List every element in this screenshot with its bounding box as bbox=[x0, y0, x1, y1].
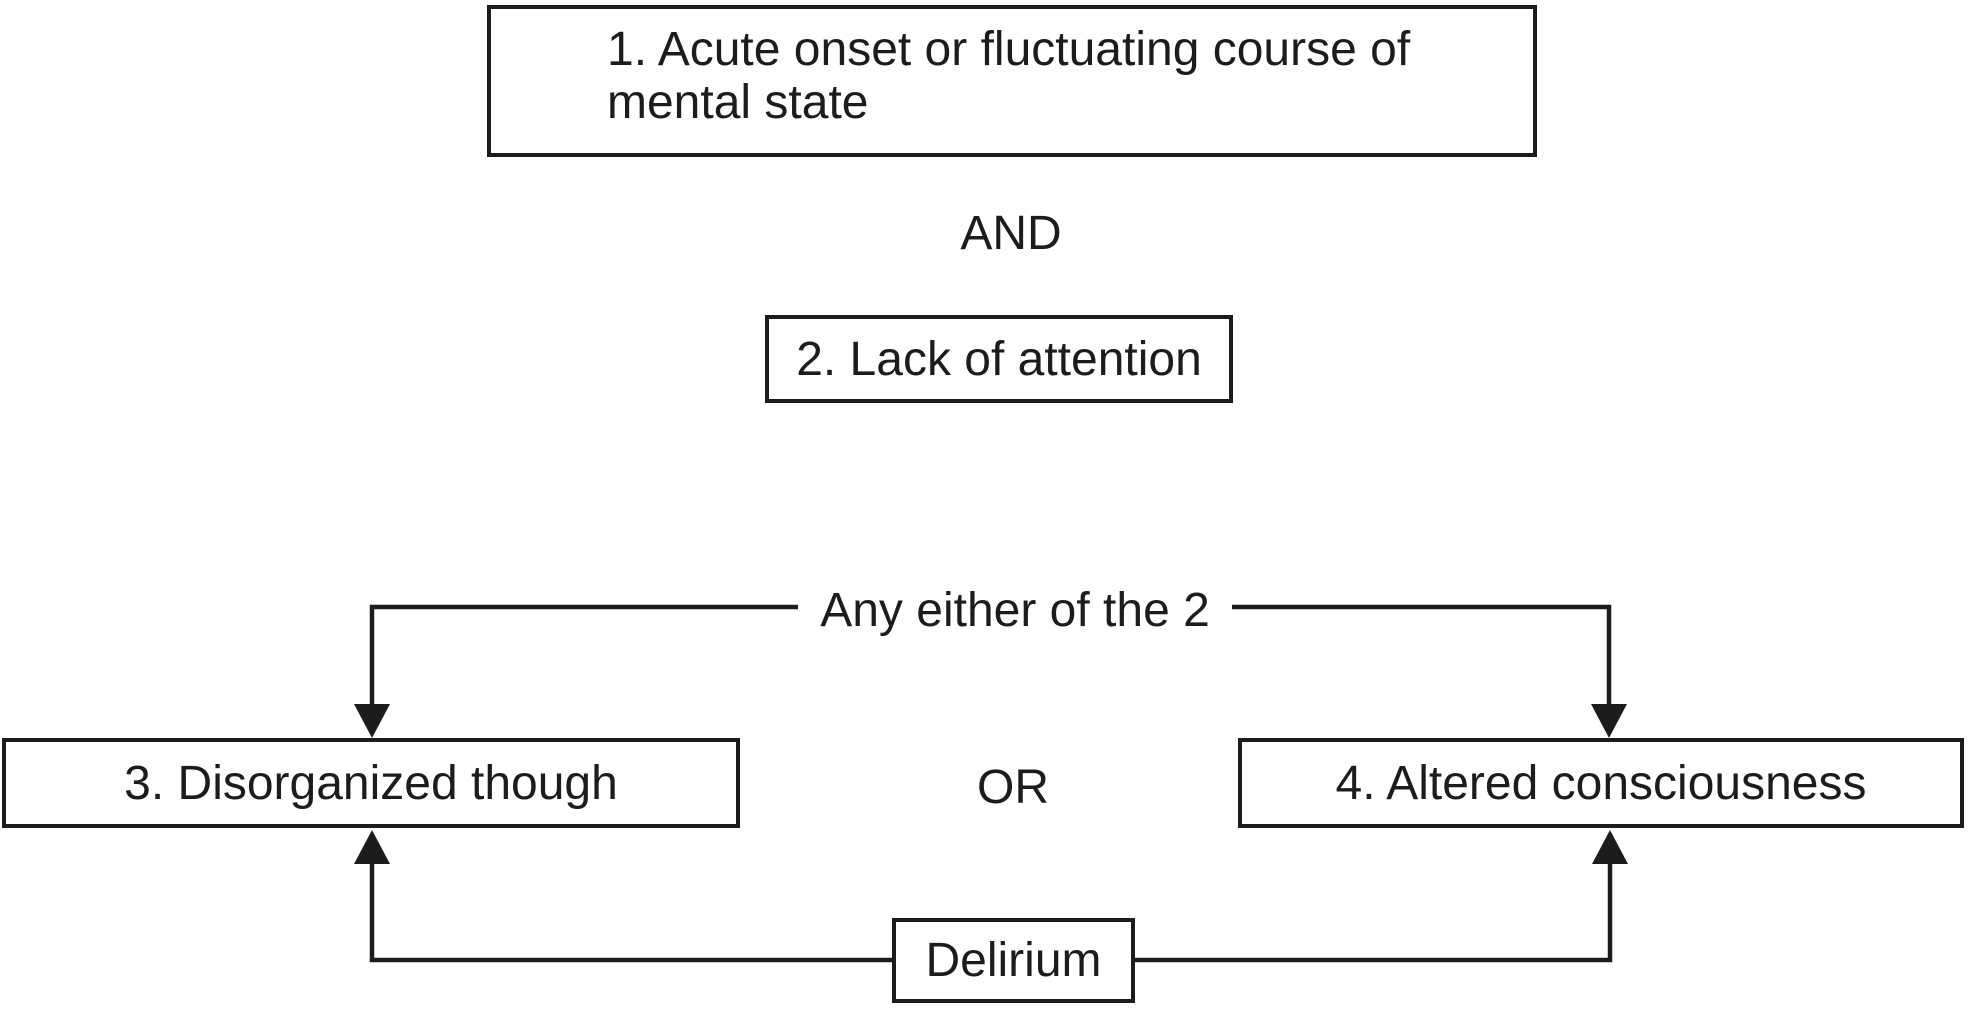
connector-any-either-to-criterion4 bbox=[1232, 604, 1627, 738]
node-disorganized-thought: 3. Disorganized though bbox=[2, 738, 740, 828]
node-disorganized-thought-label: 3. Disorganized though bbox=[124, 756, 618, 810]
node-acute-onset: 1. Acute onset or fluctuating course of … bbox=[487, 5, 1537, 157]
arrowhead-up-left bbox=[354, 830, 390, 864]
node-lack-of-attention: 2. Lack of attention bbox=[765, 315, 1233, 403]
connector-delirium-to-criterion3 bbox=[354, 830, 892, 963]
node-delirium-label: Delirium bbox=[925, 934, 1102, 987]
arrowhead-up-right bbox=[1592, 830, 1628, 864]
any-either-label: Any either of the 2 bbox=[820, 584, 1210, 637]
connector-any-either-to-criterion3 bbox=[354, 604, 798, 738]
connector-delirium-to-criterion4 bbox=[1135, 830, 1628, 963]
arrowhead-down-left bbox=[354, 704, 390, 738]
node-acute-onset-line2: mental state bbox=[607, 76, 869, 129]
or-label: OR bbox=[977, 761, 1049, 814]
node-delirium: Delirium bbox=[892, 918, 1135, 1003]
node-acute-onset-line1: 1. Acute onset or fluctuating course of bbox=[607, 23, 1411, 76]
node-lack-of-attention-label: 2. Lack of attention bbox=[796, 332, 1202, 386]
node-altered-consciousness-label: 4. Altered consciousness bbox=[1335, 756, 1867, 810]
and-label: AND bbox=[960, 207, 1062, 260]
node-altered-consciousness: 4. Altered consciousness bbox=[1238, 738, 1964, 828]
arrowhead-down-right bbox=[1591, 704, 1627, 738]
